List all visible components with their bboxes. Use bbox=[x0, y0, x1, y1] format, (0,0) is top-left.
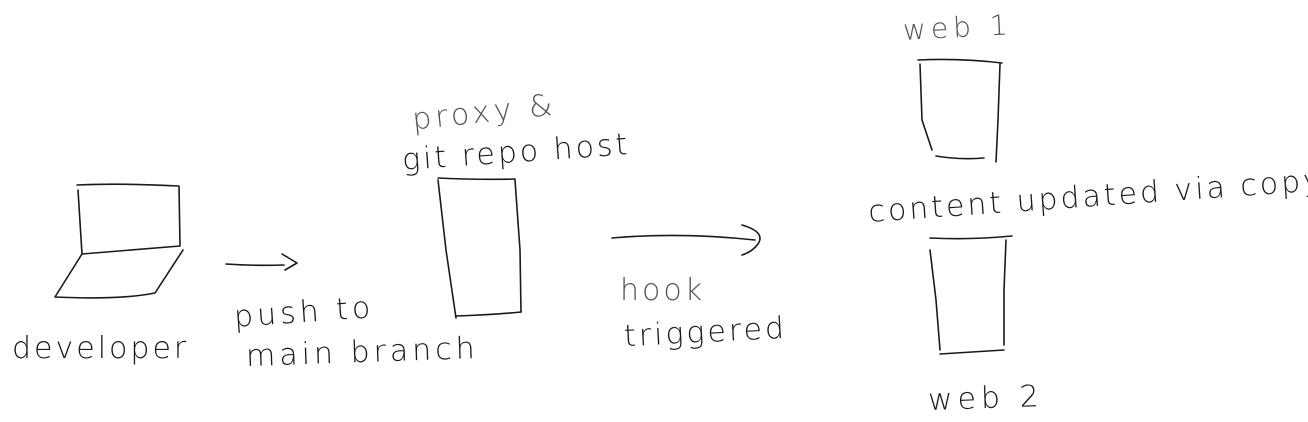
web1-label: web 1 bbox=[902, 8, 1014, 47]
hook-label-line1: hook bbox=[620, 273, 706, 308]
laptop-icon bbox=[54, 183, 184, 299]
web2-label: web 2 bbox=[927, 378, 1045, 419]
developer-label: developer bbox=[12, 331, 190, 366]
push-arrow bbox=[225, 253, 298, 271]
push-label-line2: main branch bbox=[245, 330, 480, 375]
proxy-server-icon bbox=[437, 177, 522, 319]
hook-arrow bbox=[611, 224, 761, 256]
web2-server-icon bbox=[929, 235, 1013, 355]
hook-label-line2: triggered bbox=[623, 310, 788, 355]
web1-server-icon bbox=[917, 58, 1003, 163]
